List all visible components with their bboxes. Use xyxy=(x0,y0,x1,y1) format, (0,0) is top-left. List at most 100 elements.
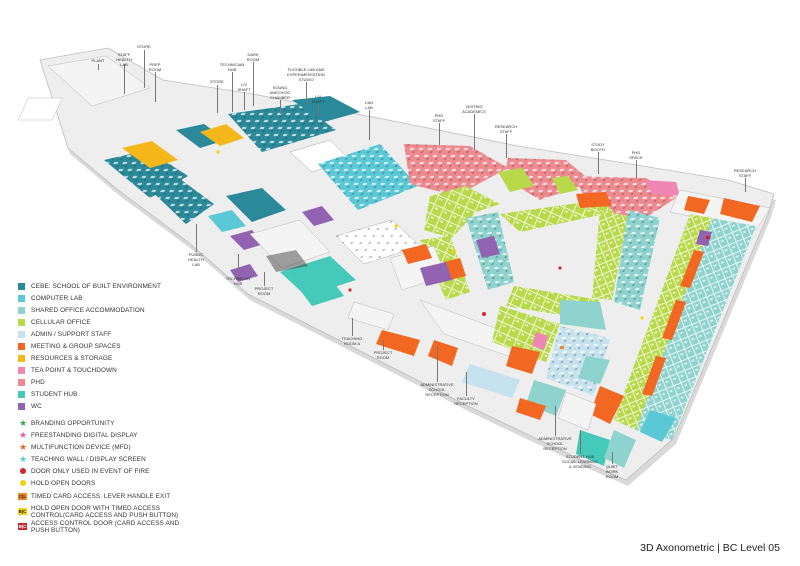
legend-symbol-item: ★FREESTANDING DIGITAL DISPLAY xyxy=(18,429,188,441)
callout-leader xyxy=(196,224,197,252)
callout-admin-school-reception-2: ADMINISTRATIVE SCHOOL RECEPTION xyxy=(538,436,572,451)
callout-phd-space: PHD SPACE xyxy=(629,150,643,160)
dot-icon xyxy=(20,480,26,486)
legend-label: PHD xyxy=(31,378,45,386)
callout-leader xyxy=(238,254,239,276)
legend-item: RESOURCES & STORAGE xyxy=(18,352,188,364)
star-icon: ★ xyxy=(18,429,28,440)
west-wing xyxy=(17,55,360,250)
callout-leader xyxy=(352,318,353,336)
callout-prep-room: PREP ROOM xyxy=(148,62,162,72)
dot-icon xyxy=(20,468,26,474)
legend-label: DOOR ONLY USED IN EVENT OF FIRE xyxy=(31,467,150,475)
callout-leader xyxy=(598,152,599,174)
legend-label: MEETING & GROUP SPACES xyxy=(31,342,121,350)
callout-leader xyxy=(264,272,265,286)
legend-swatch xyxy=(18,378,25,386)
callout-leader xyxy=(124,64,125,94)
legend-swatch xyxy=(18,306,25,314)
legend-label: CEBE: SCHOOL OF BUILT ENVIRONMENT xyxy=(31,282,161,290)
legend-item: CEBE: SCHOOL OF BUILT ENVIRONMENT xyxy=(18,280,188,292)
legend-swatch xyxy=(18,402,25,410)
callout-project-room-2: PROJECT ROOM xyxy=(373,350,393,360)
legend-swatch xyxy=(18,390,25,398)
callout-store: STORE xyxy=(137,44,151,49)
callout-technician-hub: TECHNICIAN HUB xyxy=(219,62,245,72)
legend-label: HOLD OPEN DOORS xyxy=(31,479,96,487)
callout-leader xyxy=(306,82,307,104)
legend-label: TEACHING WALL / DISPLAY SCREEN xyxy=(31,455,146,463)
star-icon: ★ xyxy=(18,453,28,464)
star-icon: ★ xyxy=(18,441,28,452)
callout-leader xyxy=(217,85,218,113)
legend-label: COMPUTER LAB xyxy=(31,294,83,302)
door-tag-icon: B|C xyxy=(18,523,27,530)
callout-leader xyxy=(466,372,467,396)
legend-symbol-item: ★BRANDING OPPORTUNITY xyxy=(18,417,188,429)
callout-leader xyxy=(555,406,556,436)
drawing-title: 3D Axonometric | BC Level 05 xyxy=(640,542,780,554)
callout-lv-shaft-2: L/V SHAFT xyxy=(311,94,325,104)
callout-leader xyxy=(636,160,637,178)
callout-research-staff: RESEARCH STAFF xyxy=(494,124,518,134)
callout-research-staff-2: RESEARCH STAFF xyxy=(733,168,757,178)
callout-technician-hub-2: TECHNICIAN HUB xyxy=(225,276,251,286)
callout-leader xyxy=(612,452,613,464)
legend-label: RESOURCES & STORAGE xyxy=(31,354,113,362)
legend-swatch xyxy=(18,366,25,374)
courtyard-ring xyxy=(420,186,660,330)
legend: CEBE: SCHOOL OF BUILT ENVIRONMENT COMPUTE… xyxy=(18,280,188,534)
callout-admin-school-reception: ADMINISTRATIVE SCHOOL RECEPTION xyxy=(420,382,454,397)
callout-leader xyxy=(369,110,370,140)
legend-item: WC xyxy=(18,400,188,412)
callout-lv-shaft: L/V SHAFT xyxy=(237,82,251,92)
legend-swatch xyxy=(18,330,25,338)
legend-dot-item: DOOR ONLY USED IN EVENT OF FIRE xyxy=(18,465,188,477)
callout-phd-staff: PHD STAFF xyxy=(432,113,446,123)
legend-item: SHARED OFFICE ACCOMMODATION xyxy=(18,304,188,316)
east-wing xyxy=(614,214,756,442)
south-admin-wing xyxy=(347,299,636,468)
legend-label: MULTIFUNCTION DEVICE (MFD) xyxy=(31,443,131,451)
legend-swatch xyxy=(18,342,25,350)
computer-labs xyxy=(280,144,421,296)
legend-door-item: B|C ACCESS CONTROL DOOR (CARD ACCESS AND … xyxy=(18,519,188,534)
north-phd-wing xyxy=(404,144,771,231)
door-tag-icon: C|L xyxy=(18,493,27,500)
legend-label: FREESTANDING DIGITAL DISPLAY xyxy=(31,431,138,439)
callout-leader xyxy=(506,134,507,158)
callout-leader xyxy=(437,346,438,382)
legend-label: SHARED OFFICE ACCOMMODATION xyxy=(31,306,145,314)
callout-sound-anechoic-chamber: SOUND ANECHOIC CHAMBER xyxy=(269,85,291,100)
legend-door-item: C|L TIMED CARD ACCESS. LEVER HANDLE EXIT xyxy=(18,489,188,504)
legend-dot-item: HOLD OPEN DOORS xyxy=(18,477,188,489)
callout-leader xyxy=(244,92,245,110)
callout-leader xyxy=(745,178,746,192)
legend-item: STUDENT HUB xyxy=(18,388,188,400)
callout-quiet-work-room: QUIET WORK ROOM xyxy=(605,464,619,479)
callout-study-booth: STUDY BOOTH xyxy=(590,142,606,152)
callout-faculty-reception: FACULTY RECEPTION xyxy=(454,396,478,406)
callout-store-2: STORE xyxy=(210,79,224,84)
callout-leader xyxy=(98,64,99,70)
legend-label: HOLD OPEN DOOR WITH TIMED ACCESS CONTROL… xyxy=(31,504,179,519)
legend-symbol-item: ★TEACHING WALL / DISPLAY SCREEN xyxy=(18,453,188,465)
callout-cad-lab: CAD LAB xyxy=(364,100,374,110)
legend-symbol-item: ★MULTIFUNCTION DEVICE (MFD) xyxy=(18,441,188,453)
legend-label: CELLULAR OFFICE xyxy=(31,318,91,326)
callout-leader xyxy=(383,340,384,350)
legend-label: BRANDING OPPORTUNITY xyxy=(31,419,115,427)
legend-label: ACCESS CONTROL DOOR (CARD ACCESS AND PUS… xyxy=(31,519,180,534)
legend-label: TIMED CARD ACCESS. LEVER HANDLE EXIT xyxy=(31,493,171,500)
map-markers xyxy=(216,150,710,349)
star-icon: ★ xyxy=(18,417,28,428)
callout-flexible-lab: FLEXIBLE LAB AND EXPERIMENTATION STUDIO xyxy=(287,67,325,82)
legend-swatch xyxy=(18,294,25,302)
legend-swatch xyxy=(18,354,25,362)
legend-item: MEETING & GROUP SPACES xyxy=(18,340,188,352)
legend-label: TEA POINT & TOUCHDOWN xyxy=(31,366,117,374)
callout-leader xyxy=(318,104,319,116)
callout-leader xyxy=(155,72,156,102)
